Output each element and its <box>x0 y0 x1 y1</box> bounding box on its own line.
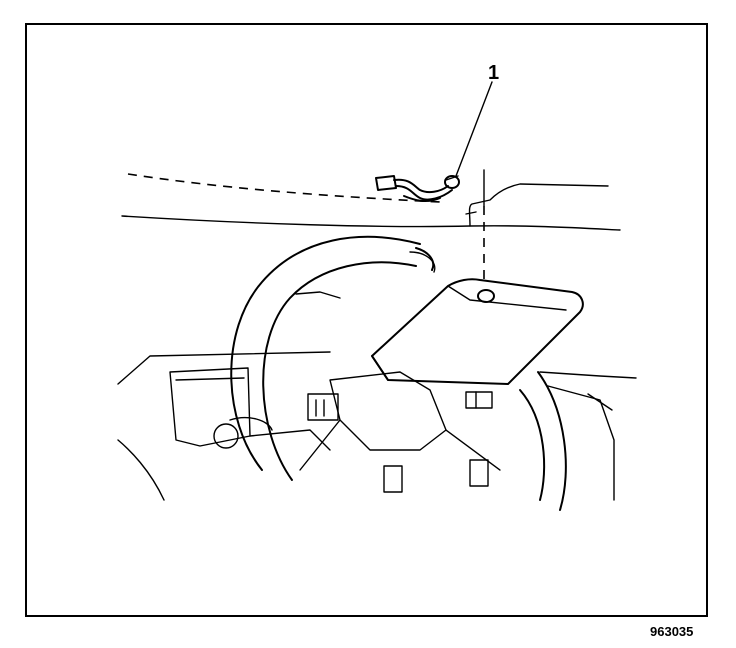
air-bag-module <box>371 278 584 385</box>
steering-wheel <box>230 235 567 511</box>
callout-label-1: 1 <box>488 62 499 84</box>
diagram-frame <box>25 23 708 617</box>
instrument-panel <box>117 251 637 501</box>
wiring-harness-connector <box>375 175 460 203</box>
figure-id: 963035 <box>650 624 693 639</box>
callout-1-leader <box>455 81 493 286</box>
roof-headliner <box>121 173 621 231</box>
